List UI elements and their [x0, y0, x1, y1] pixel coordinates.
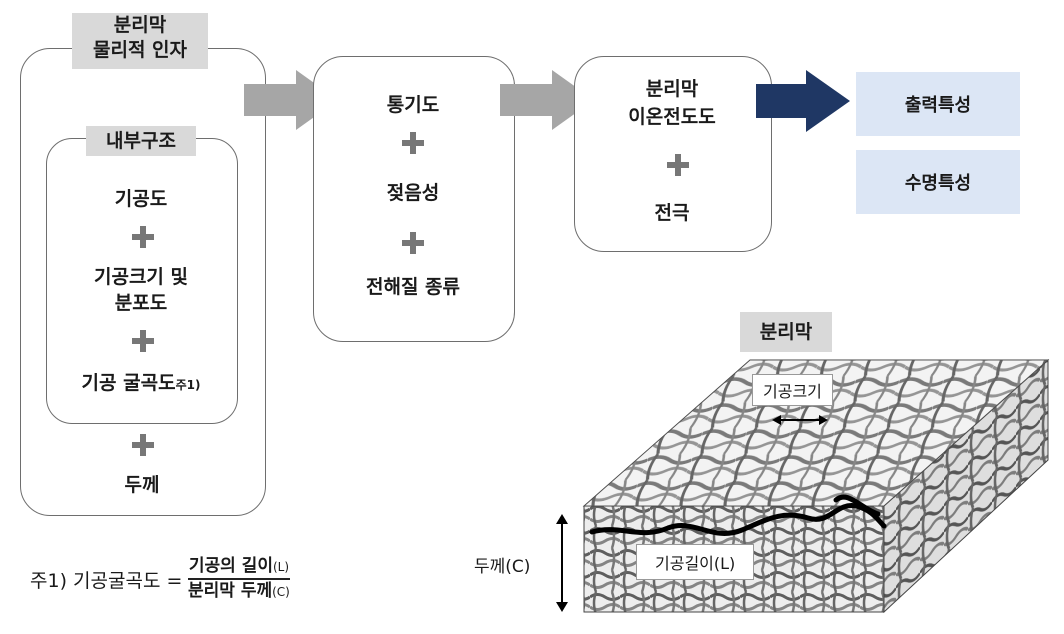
footnote-denominator: 분리막 두께(C) [188, 581, 290, 602]
ionic-line2-text: 이온전도도 [628, 106, 716, 128]
plus-icon [667, 154, 689, 176]
pore-size-arrow [772, 415, 828, 425]
footnote-numerator-unit: (L) [272, 560, 290, 574]
footnote-prefix: 주1) 기공굴곡도 = [30, 570, 183, 592]
thickness-text: 두께 [124, 474, 160, 496]
separator-figure-label: 분리막 [740, 312, 832, 352]
physical-factors-label: 분리막 물리적 인자 [72, 13, 208, 69]
pore-size-label: 기공크기 [752, 374, 833, 406]
internal-structure-box [46, 138, 238, 424]
lifetime-characteristics-box: 수명특성 [856, 150, 1020, 214]
thickness-arrow [556, 514, 568, 612]
electrode-text: 전극 [654, 202, 690, 224]
plus-icon [132, 226, 154, 248]
porosity-text: 기공도 [114, 188, 168, 210]
electrolyte-type-text: 전해질 종류 [365, 276, 460, 298]
ionic-conductivity-box [574, 56, 772, 252]
wettability-text: 젖음성 [386, 182, 440, 204]
distribution-text: 분포도 [114, 292, 168, 314]
tortuosity-label: 기공 굴곡도 [81, 372, 176, 394]
thickness-c-label: 두께(C) [474, 557, 531, 577]
footnote-numerator: 기공의 길이(L) [188, 556, 290, 577]
footnote-marker: 주1) [175, 378, 201, 392]
fraction-bar [188, 578, 290, 580]
conductivity-factors-box [313, 56, 515, 342]
internal-structure-label: 내부구조 [86, 126, 196, 156]
pore-length-label: 기공길이(L) [636, 544, 755, 580]
tortuosity-text: 기공 굴곡도주1) [46, 370, 236, 398]
ionic-line1-text: 분리막 [645, 78, 699, 100]
footnote-numerator-text: 기공의 길이 [188, 556, 273, 576]
air-permeability-text: 통기도 [386, 94, 440, 116]
flow-arrow-2 [500, 70, 594, 130]
output-characteristics-box: 출력특성 [856, 72, 1020, 136]
pore-size-text: 기공크기 및 [93, 266, 188, 288]
plus-icon [132, 434, 154, 456]
plus-icon [402, 132, 424, 154]
plus-icon [132, 330, 154, 352]
footnote-denominator-text: 분리막 두께 [188, 581, 273, 601]
physical-factors-label-line2: 물리적 인자 [92, 39, 187, 61]
footnote-fraction: 기공의 길이(L) 분리막 두께(C) [188, 556, 290, 602]
output-arrow [756, 70, 850, 132]
physical-factors-label-line1: 분리막 [113, 14, 167, 36]
plus-icon [402, 232, 424, 254]
footnote-denominator-unit: (C) [272, 585, 290, 599]
